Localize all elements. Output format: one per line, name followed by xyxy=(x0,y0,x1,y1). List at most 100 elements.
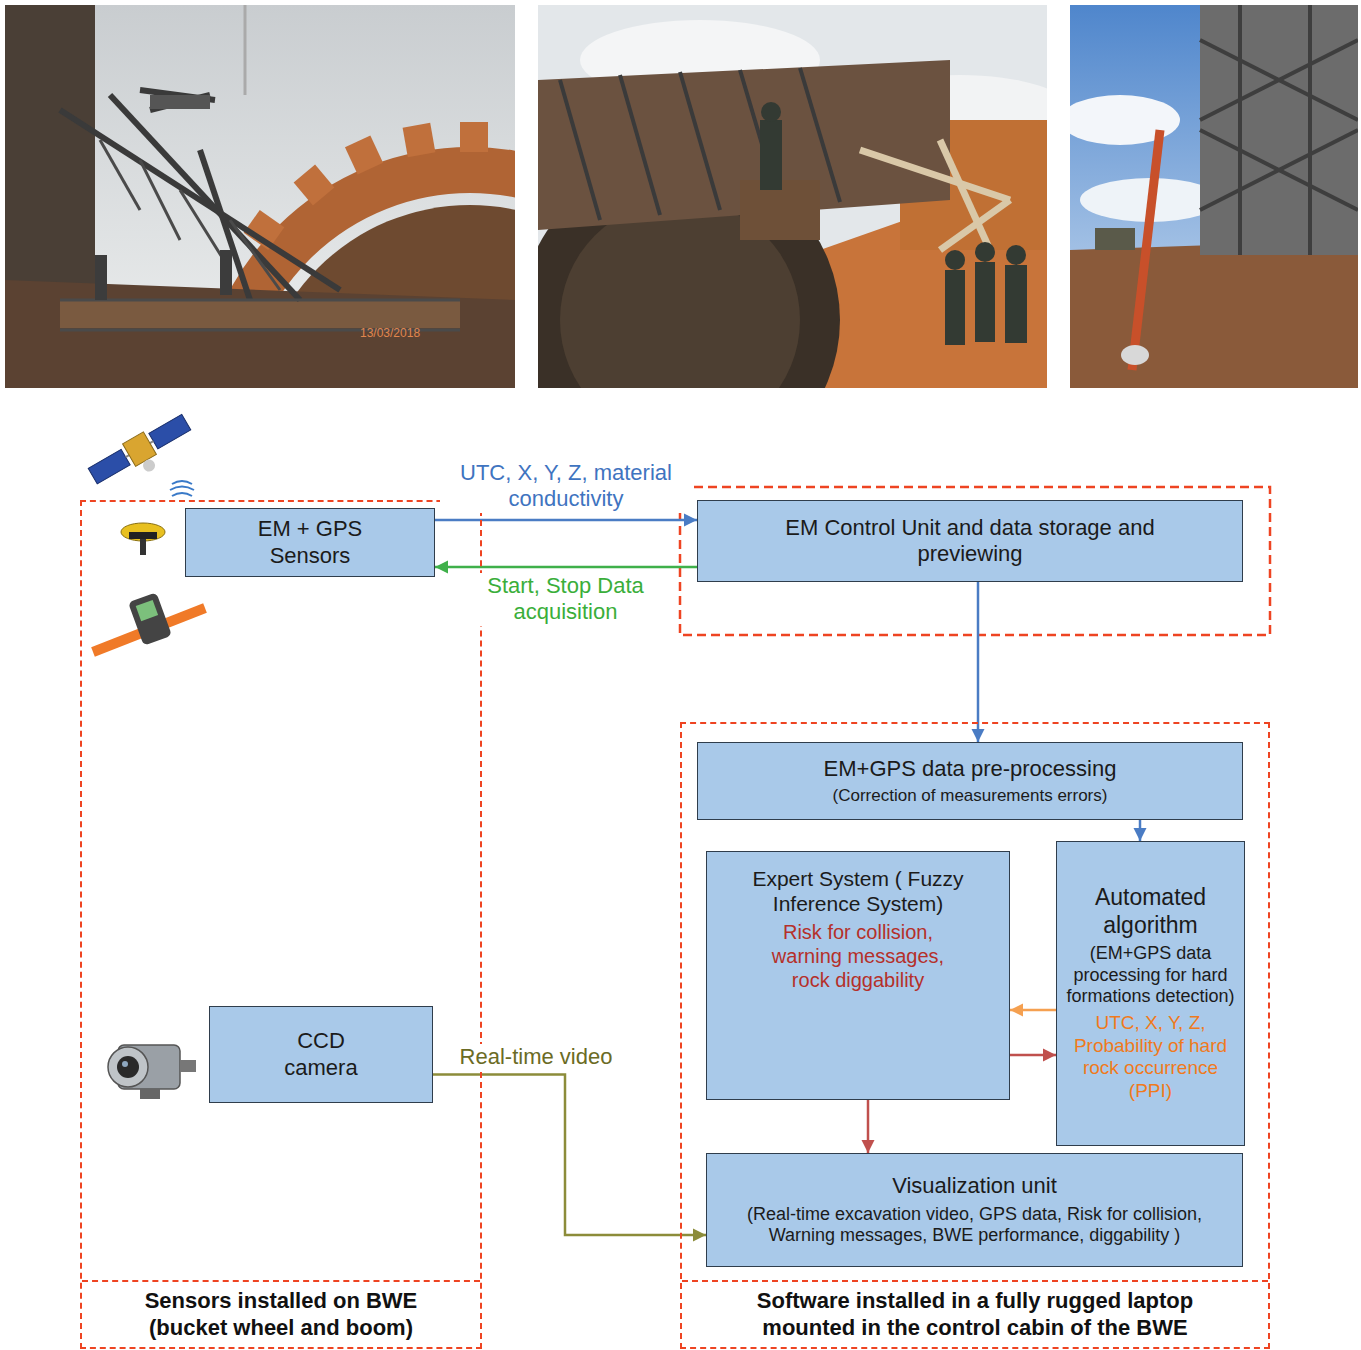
photo-excavator-boom-part-part xyxy=(294,165,335,206)
gps-receiver-icon-part xyxy=(129,532,157,539)
photo-survey-pole xyxy=(1070,5,1358,388)
process-box: Visualization unit(Real-time excavation … xyxy=(706,1153,1243,1267)
arrowhead xyxy=(1010,1004,1023,1017)
process-box: CCD camera xyxy=(209,1006,433,1103)
photo-excavator-boom-part-part xyxy=(60,299,460,302)
photo-bucket-wheel-part-part xyxy=(560,80,600,220)
signal-waves-part xyxy=(172,481,192,484)
photo-excavator-boom-part-part xyxy=(200,150,250,300)
photo-survey-pole-part-part xyxy=(1238,5,1242,255)
photo-excavator-boom-part xyxy=(5,280,515,388)
box-title: Visualization unit xyxy=(892,1173,1057,1199)
photo-survey-pole-part xyxy=(1095,228,1135,250)
photo-excavator-boom-part-part xyxy=(220,250,232,295)
arrowhead xyxy=(684,514,697,527)
connector xyxy=(862,1100,875,1153)
box-title: Automated algorithm xyxy=(1063,884,1238,939)
photo-excavator-boom-part xyxy=(60,300,460,328)
process-box: EM+GPS data pre-processing (Correction of… xyxy=(697,742,1243,820)
satellite-icon-part xyxy=(88,449,130,484)
photo-bucket-wheel-part-part xyxy=(860,150,1010,200)
box-title: Expert System ( Fuzzy Inference System) xyxy=(722,866,994,916)
group-region-outline xyxy=(680,487,1270,635)
arrowhead xyxy=(972,729,985,742)
group-region: Software installed in a fully rugged lap… xyxy=(680,722,1270,1349)
arrowhead xyxy=(1043,1049,1056,1062)
camera-icon xyxy=(108,1045,196,1099)
photo-survey-pole-part xyxy=(1070,240,1358,388)
photo-bucket-wheel-part-part xyxy=(620,75,660,215)
satellite-icon xyxy=(86,411,199,498)
photo-excavator-boom-part xyxy=(5,5,515,388)
photo-survey-pole-part-part xyxy=(1200,40,1358,120)
photo-bucket-wheel xyxy=(538,5,1047,388)
photo-bucket-wheel-part-part xyxy=(761,102,781,122)
satellite-icon-part xyxy=(141,457,157,473)
photo-excavator-boom-part xyxy=(244,5,247,95)
camera-icon-part xyxy=(140,1089,160,1099)
box-body: UTC, X, Y, Z, Probability of hard rock o… xyxy=(1063,1012,1238,1103)
photo-survey-pole-part xyxy=(1070,5,1358,388)
photo-excavator-boom xyxy=(5,5,515,388)
photo-excavator-boom-part-part xyxy=(460,122,488,152)
process-box: Automated algorithm(EM+GPS data processi… xyxy=(1056,841,1245,1146)
connector xyxy=(1010,1004,1056,1017)
date-stamp: 13/03/2018 xyxy=(360,327,420,340)
arrowhead xyxy=(693,1229,706,1242)
photo-bucket-wheel-part-part xyxy=(1006,245,1026,265)
connector xyxy=(972,582,985,742)
camera-icon-part xyxy=(117,1056,139,1078)
photo-bucket-wheel-part-part xyxy=(975,242,995,262)
gps-receiver-icon-part xyxy=(140,539,146,555)
photo-excavator-boom-part-part xyxy=(150,95,210,110)
photo-excavator-boom-part xyxy=(150,95,210,109)
photo-survey-pole-part xyxy=(1132,130,1160,370)
connector xyxy=(1134,820,1147,841)
photo-excavator-boom-part xyxy=(95,250,232,300)
gps-receiver-icon-part xyxy=(121,523,165,541)
photo-bucket-wheel-part-part xyxy=(975,262,995,342)
photo-excavator-boom-part-part xyxy=(345,135,383,174)
camera-icon-part xyxy=(180,1060,196,1072)
arrowhead xyxy=(435,561,448,574)
edge-label: UTC, X, Y, Z, material conductivity xyxy=(440,460,692,513)
process-box: EM + GPS Sensors xyxy=(185,508,435,577)
photo-bucket-wheel-part-part xyxy=(680,72,720,210)
region-caption: Software installed in a fully rugged lap… xyxy=(682,1280,1268,1347)
connector-line xyxy=(435,566,697,569)
group-region: Sensors installed on BWE (bucket wheel a… xyxy=(80,500,482,1349)
connector xyxy=(433,1075,706,1242)
photo-survey-pole-part-part xyxy=(1200,130,1358,210)
box-title: EM Control Unit and data storage and pre… xyxy=(750,515,1190,568)
photo-bucket-wheel-part-part xyxy=(940,200,1010,250)
box-title: EM+GPS data pre-processing xyxy=(824,756,1117,782)
photo-survey-pole-part-part xyxy=(1200,130,1358,210)
arrowhead xyxy=(862,1140,875,1153)
box-body: (Correction of measurements errors) xyxy=(833,786,1108,806)
photo-excavator-boom-part-part xyxy=(230,220,280,290)
photo-excavator-boom-part xyxy=(60,90,340,300)
photo-excavator-boom-part-part xyxy=(110,95,300,300)
photo-survey-pole-part xyxy=(1200,5,1358,255)
process-box: EM Control Unit and data storage and pre… xyxy=(697,500,1243,582)
arrowhead xyxy=(1134,828,1147,841)
photo-excavator-boom-part-part xyxy=(403,123,436,157)
em-probe-icon-part xyxy=(136,600,158,621)
camera-icon-part xyxy=(108,1047,148,1087)
box-title: CCD camera xyxy=(276,1028,366,1081)
connector-line xyxy=(435,519,697,522)
edge-label: Start, Stop Data acquisition xyxy=(478,573,653,626)
connector xyxy=(435,514,697,527)
signal-waves-part xyxy=(172,493,192,496)
satellite-icon-part xyxy=(149,414,191,449)
photo-survey-pole-part xyxy=(1121,345,1149,365)
photo-excavator-boom-part-part xyxy=(100,140,140,210)
photo-bucket-wheel-part-part xyxy=(1005,265,1027,343)
em-probe-icon-part xyxy=(128,592,172,645)
signal-waves-part xyxy=(170,487,194,491)
connector-line xyxy=(977,582,980,742)
connector xyxy=(435,561,697,574)
photo-excavator-boom-part xyxy=(60,140,460,330)
gps-receiver-icon xyxy=(121,523,165,555)
